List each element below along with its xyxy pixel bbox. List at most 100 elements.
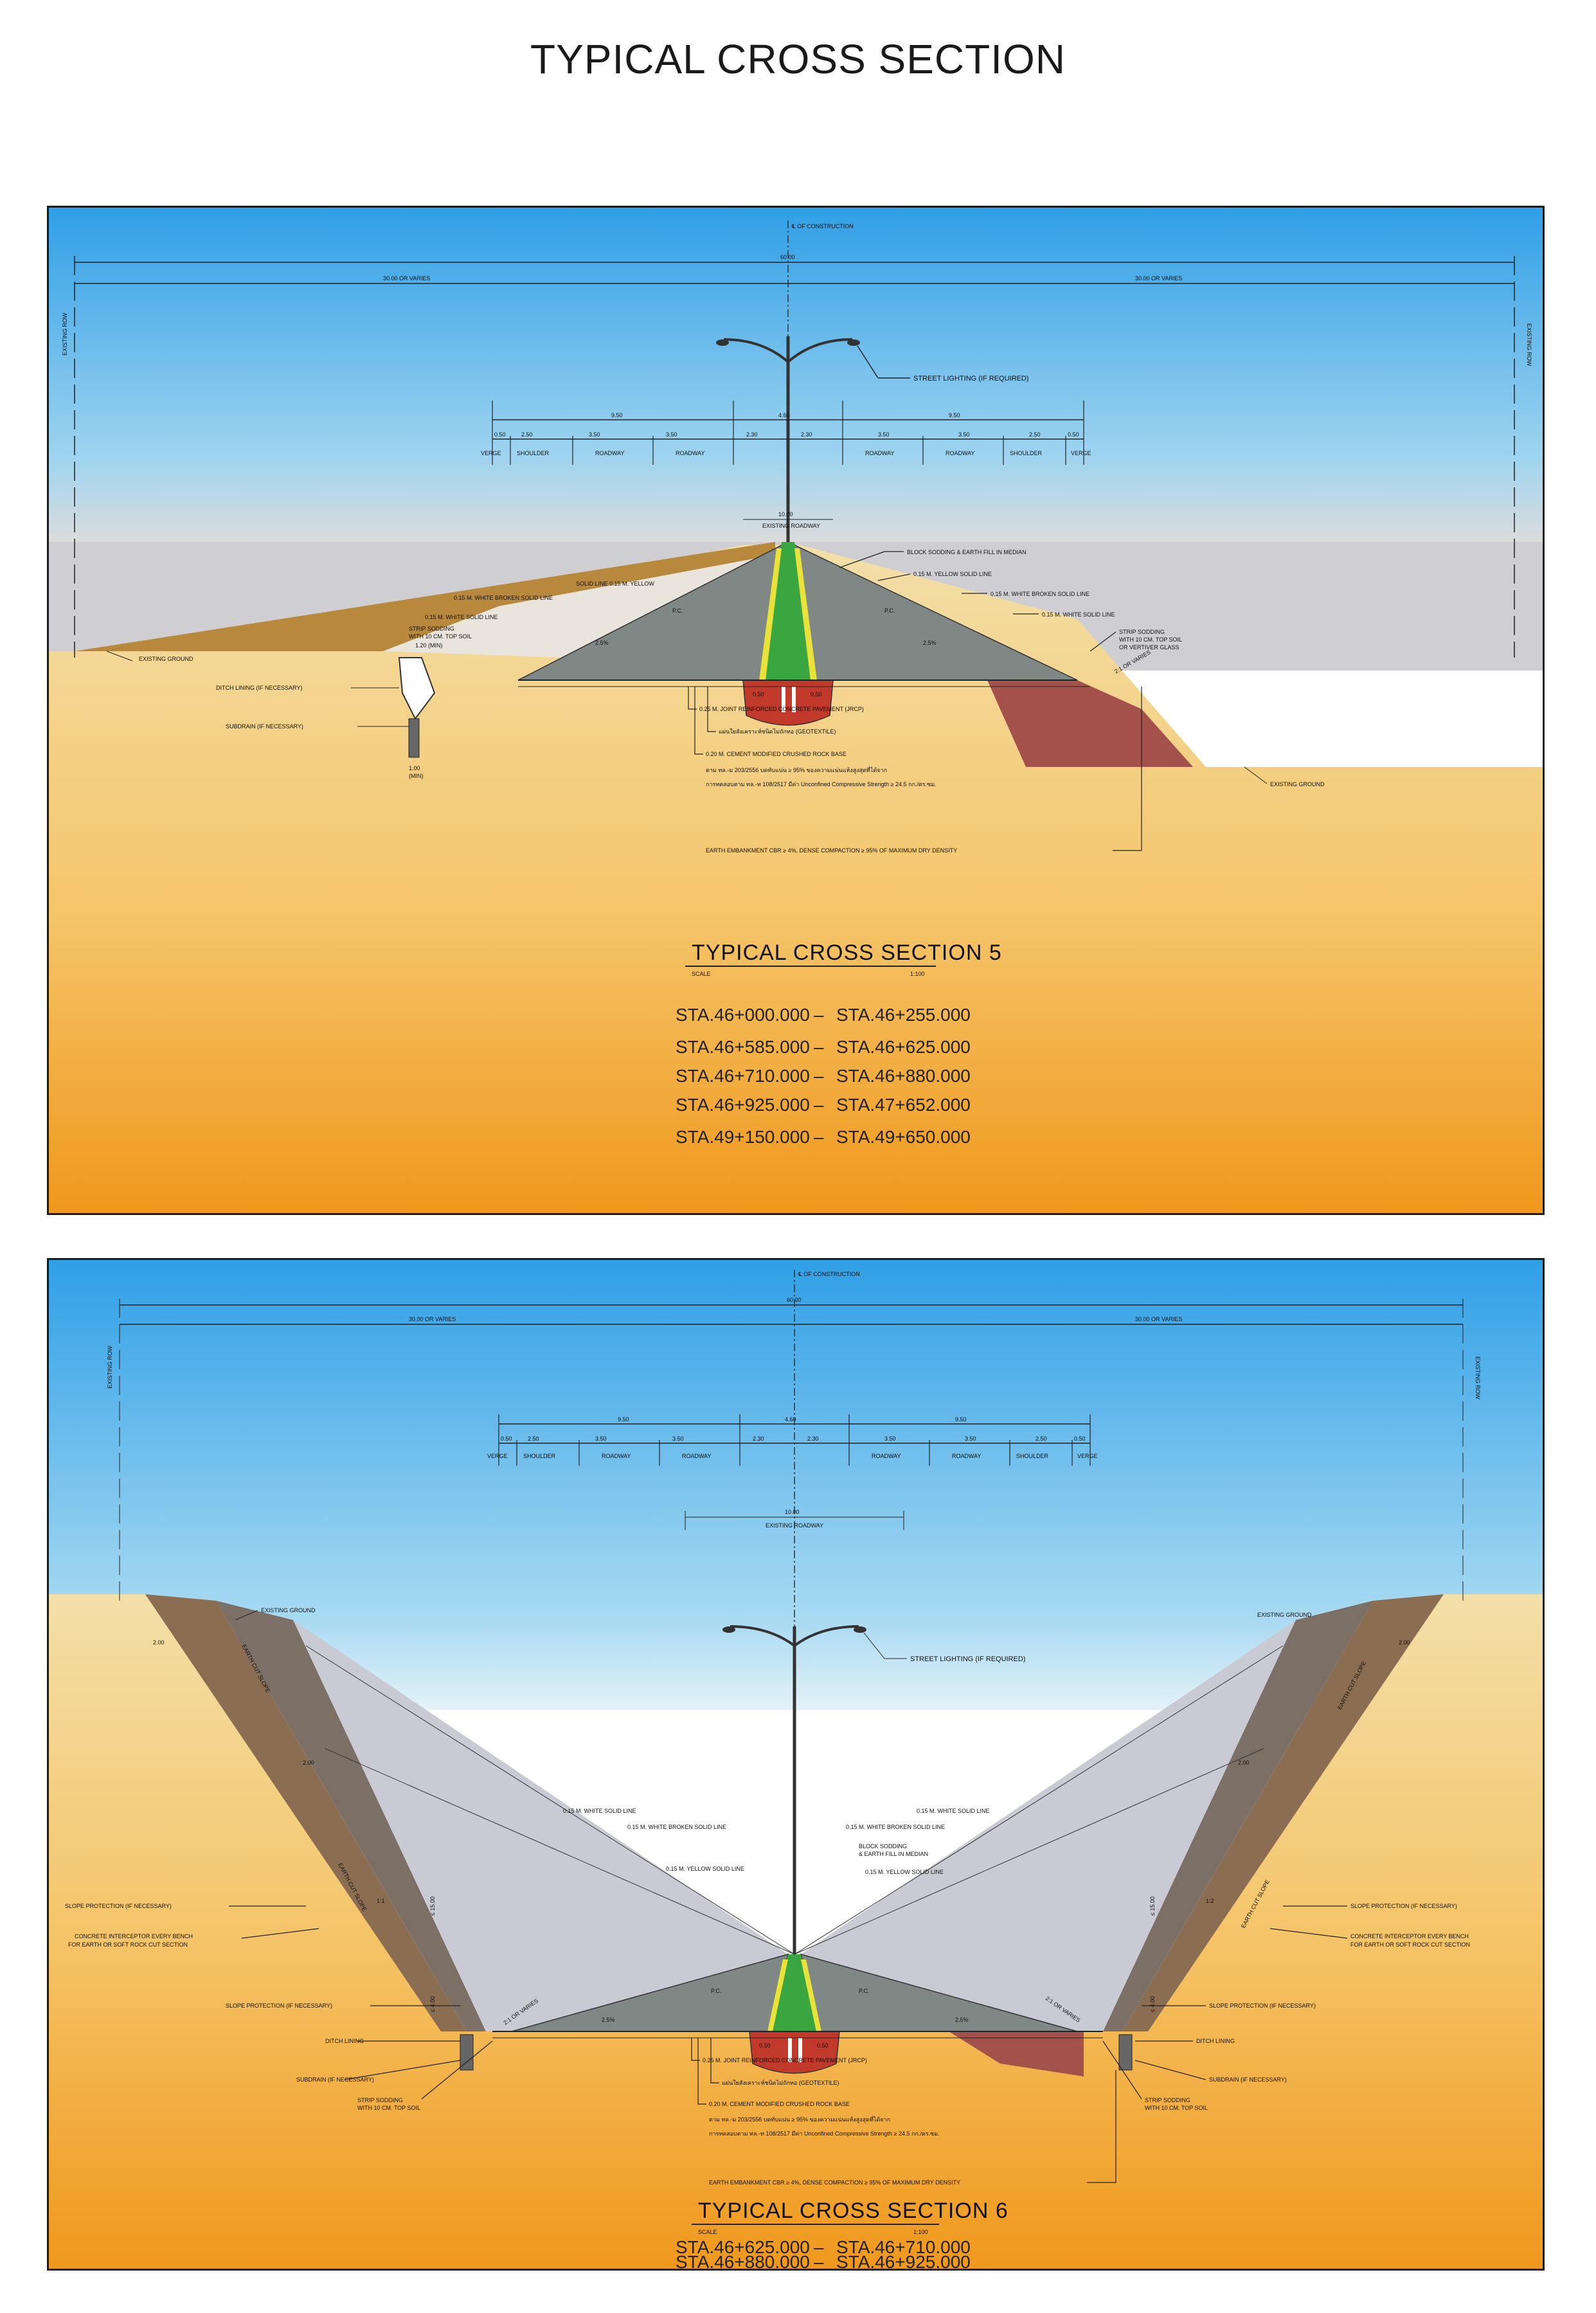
svg-text:2.30: 2.30 bbox=[753, 1436, 764, 1442]
callout-spec-1: ตาม ทล.-ม 203/2556 บดทับแน่น ≥ 95% ของคว… bbox=[706, 766, 887, 774]
right-subdrain bbox=[1118, 2034, 1133, 2071]
left-cut-slope-outer bbox=[145, 1594, 467, 2031]
callout-base: 0.20 M. CEMENT MODIFIED CRUSHED ROCK BAS… bbox=[706, 751, 847, 757]
callout-jrcp: 0.25 M. JOINT REINFORCED CONCRETE PAVEME… bbox=[703, 2057, 867, 2064]
svg-text:3.50: 3.50 bbox=[884, 1436, 896, 1442]
note-yellow-solid-right: 0.15 M. YELLOW SOLID LINE bbox=[865, 1869, 944, 1875]
note-strip-sodding-left: STRIP SODDING bbox=[409, 626, 454, 632]
street-light-lamp-left bbox=[722, 1626, 735, 1633]
callout-embankment: EARTH EMBANKMENT CBR ≥ 4%, DENSE COMPACT… bbox=[709, 2179, 960, 2186]
note-slope-protection-right-1: SLOPE PROTECTION (IF NECESSARY) bbox=[1350, 1903, 1457, 1909]
note-soft-rock-right: FOR EARTH OR SOFT ROCK CUT SECTION bbox=[1350, 1941, 1470, 1948]
note-slope-protection-left-1: SLOPE PROTECTION (IF NECESSARY) bbox=[65, 1903, 172, 1909]
pc-left: P.C. bbox=[672, 608, 683, 614]
section-6-scale-label: SCALE bbox=[698, 2229, 717, 2235]
note-vertiver-right: OR VERTIVER GLASS bbox=[1119, 644, 1179, 651]
lane-dividers bbox=[498, 1414, 1091, 1466]
note-top-soil-right: WITH 10 CM. TOP SOIL bbox=[1119, 636, 1182, 643]
svg-text:–: – bbox=[814, 2237, 824, 2257]
lane-label-roadway-1: ROADWAY bbox=[595, 450, 625, 456]
half-left-label: 30.00 OR VARIES bbox=[409, 1316, 456, 1322]
callout-spec-2: การทดสอบตาม ทล.-ท 108/2517 มีค่า Unconfi… bbox=[709, 2130, 940, 2137]
lane-label-roadway-2: ROADWAY bbox=[676, 450, 705, 456]
sky bbox=[49, 208, 1543, 542]
svg-text:3.50: 3.50 bbox=[672, 1436, 684, 1442]
total-width-label: 60.00 bbox=[787, 1297, 802, 1303]
note-top-soil-right: WITH 10 CM. TOP SOIL bbox=[1145, 2105, 1208, 2111]
pc-right: P.C. bbox=[859, 1988, 869, 1994]
bench-right-mid: 2.00 bbox=[1238, 1760, 1250, 1766]
lane-label-verge-right: VERGE bbox=[1071, 450, 1091, 456]
left-cut-light-fill bbox=[293, 1620, 788, 2031]
svg-text:–: – bbox=[814, 1127, 824, 1147]
centerline-label: ℄ OF CONSTRUCTION bbox=[798, 1271, 860, 1277]
median-grass bbox=[769, 1954, 820, 2031]
ditch-label: DITCH LINING (IF NECESSARY) bbox=[216, 685, 302, 691]
median-barrier-block bbox=[749, 2031, 840, 2074]
bench-left-top: 2.00 bbox=[153, 1639, 165, 1646]
median-drain-left bbox=[788, 2038, 792, 2062]
slope-left: 2.5% bbox=[602, 2017, 615, 2023]
dim-050-right: 0.50 bbox=[811, 691, 822, 698]
left-group-width: 9.50 bbox=[611, 412, 623, 419]
section-5-scale-value: 1:100 bbox=[910, 971, 925, 977]
callout-geotextile: แผ่นใยสังเคราะห์ชนิดไม่ถักทอ (GEOTEXTILE… bbox=[719, 728, 836, 735]
lane-label-roadway-1: ROADWAY bbox=[602, 1453, 631, 1459]
centerline-label: ℄ OF CONSTRUCTION bbox=[791, 223, 854, 230]
cross-section-5-panel: STREET LIGHTING (IF REQUIRED) ℄ OF CONST… bbox=[47, 206, 1545, 1215]
street-light-arm-right bbox=[793, 1625, 859, 1647]
callout-base: 0.20 M. CEMENT MODIFIED CRUSHED ROCK BAS… bbox=[709, 2101, 850, 2107]
svg-text:STA.46+880.000: STA.46+880.000 bbox=[676, 2252, 810, 2269]
ground-right-label: EXISTING GROUND bbox=[1257, 1612, 1312, 1618]
callout-embankment: EARTH EMBANKMENT CBR ≥ 4%, DENSE COMPACT… bbox=[706, 847, 957, 854]
svg-text:–: – bbox=[814, 1037, 824, 1057]
median-grass bbox=[759, 542, 817, 680]
street-light-lamp-right bbox=[854, 1626, 866, 1633]
svg-text:2.50: 2.50 bbox=[528, 1436, 539, 1442]
median-width: 4.60 bbox=[785, 1416, 796, 1423]
slope-right: 2.5% bbox=[955, 2017, 969, 2023]
ratio-right: 1:2 bbox=[1206, 1898, 1214, 1904]
cross-section-6-panel: STREET LIGHTING (IF REQUIRED) ℄ OF CONST… bbox=[47, 1258, 1545, 2271]
right-cut-light-fill bbox=[801, 1620, 1296, 2031]
subdrain-min-dim: (MIN) bbox=[409, 773, 424, 779]
row-right-label: EXISTING ROW bbox=[1475, 1356, 1481, 1400]
svg-text:STA.46+710.000: STA.46+710.000 bbox=[676, 1066, 810, 1086]
lane-label-shoulder-right: SHOULDER bbox=[1016, 1453, 1049, 1459]
section-6-scale-value: 1:100 bbox=[913, 2229, 928, 2235]
left-cut-slope-rock bbox=[216, 1601, 486, 2031]
lane-labels bbox=[492, 401, 1084, 465]
half-right-label: 30.00 OR VARIES bbox=[1135, 275, 1182, 282]
page-title: TYPICAL CROSS SECTION bbox=[530, 36, 1066, 82]
section-5-scale-label: SCALE bbox=[692, 971, 711, 977]
right-yellow-line bbox=[794, 548, 817, 680]
median-width: 4.60 bbox=[778, 412, 790, 419]
svg-text:2.50: 2.50 bbox=[1029, 431, 1041, 438]
subdrain-width-dim: 1.00 bbox=[409, 765, 420, 771]
cross-section-5-drawing: STREET LIGHTING (IF REQUIRED) ℄ OF CONST… bbox=[49, 208, 1543, 1213]
svg-text:2.30: 2.30 bbox=[801, 431, 812, 438]
svg-text:STA.46+710.000: STA.46+710.000 bbox=[836, 2237, 971, 2257]
lane-label-shoulder-right: SHOULDER bbox=[1010, 450, 1043, 456]
note-white-solid-left: 0.15 M. WHITE SOLID LINE bbox=[425, 614, 498, 620]
street-lighting-label: STREET LIGHTING (IF REQUIRED) bbox=[913, 375, 1028, 382]
svg-text:–: – bbox=[814, 1005, 824, 1025]
ground-left-label: EXISTING GROUND bbox=[261, 1607, 316, 1614]
svg-text:STA.46+625.000: STA.46+625.000 bbox=[836, 1037, 971, 1057]
street-light-lamp-left bbox=[716, 339, 729, 346]
height-left-2: ≤ 4.00 bbox=[429, 1996, 436, 2012]
note-top-soil-left: WITH 10 CM. TOP SOIL bbox=[357, 2105, 420, 2111]
note-yellow-line-right: 0.15 M. YELLOW SOLID LINE bbox=[913, 571, 992, 577]
lane-label-shoulder-left: SHOULDER bbox=[517, 450, 550, 456]
note-subdrain-right: SUBDRAIN (IF NECESSARY) bbox=[1209, 2076, 1287, 2083]
note-white-broken-left: 0.15 M. WHITE BROKEN SOLID LINE bbox=[627, 1824, 726, 1830]
callout-geotextile: แผ่นใยสังเคราะห์ชนิดไม่ถักทอ (GEOTEXTILE… bbox=[722, 2079, 839, 2086]
lane-label-roadway-4: ROADWAY bbox=[952, 1453, 982, 1459]
left-fill-slope bbox=[75, 542, 775, 651]
svg-text:3.50: 3.50 bbox=[878, 431, 890, 438]
lane-width-cells: 0.50 2.50 3.50 3.50 2.30 2.30 3.50 3.50 … bbox=[501, 1436, 1086, 1442]
svg-text:STA.46+925.000: STA.46+925.000 bbox=[676, 1095, 810, 1115]
right-group-width: 9.50 bbox=[949, 412, 960, 419]
median-top-width: 10.00 bbox=[785, 1509, 800, 1515]
section-6-stations: STA.46+625.000 – STA.46+710.000 STA.46+8… bbox=[676, 2237, 971, 2269]
